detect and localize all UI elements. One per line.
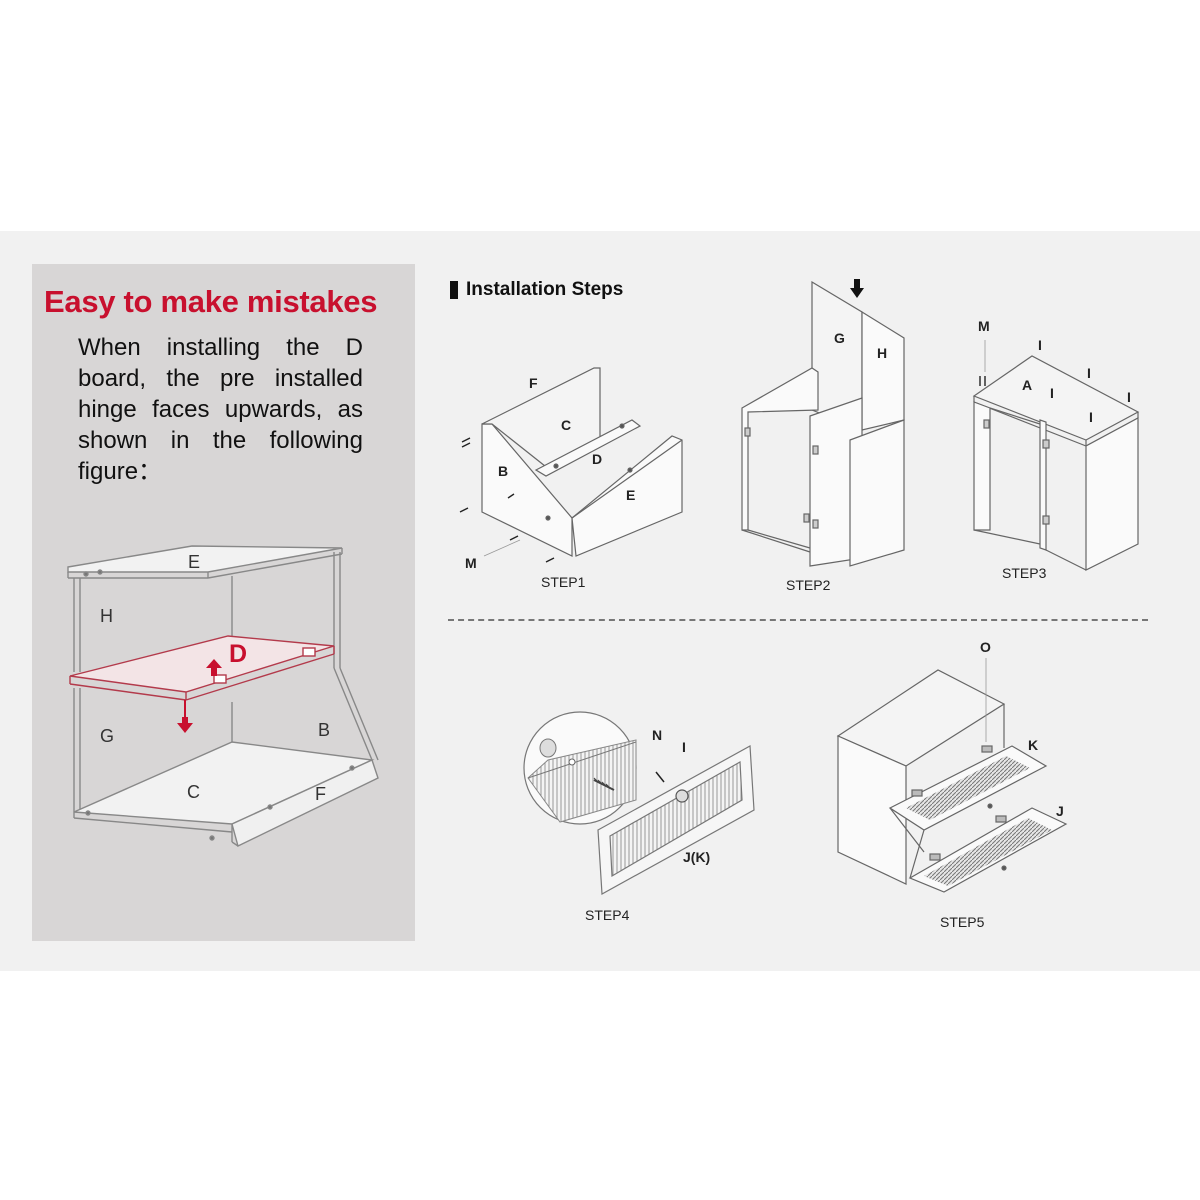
warning-text: When installing the D board, the pre ins… [78, 334, 363, 485]
step3-label-i-2: I [1087, 365, 1091, 381]
step3-figure [972, 355, 1140, 571]
step-divider [448, 619, 1148, 621]
step1-label-b: B [498, 463, 508, 479]
step3-dowels [979, 340, 986, 386]
warning-title: Easy to make mistakes [44, 284, 378, 319]
step1-figure [481, 367, 683, 557]
step1-label-m: M [465, 555, 477, 571]
step1-panel-d [534, 419, 642, 477]
step1-label-e: E [626, 487, 635, 503]
step1-label-f: F [529, 375, 538, 391]
step2-panel-h [861, 310, 905, 431]
step2-label-h: H [877, 345, 887, 361]
step5-label-k: K [1028, 737, 1038, 753]
step5-door-j-mesh [924, 818, 1052, 886]
step3-caption: STEP3 [1002, 565, 1047, 581]
step3-label-a: A [1022, 377, 1032, 393]
board-d-shelf [69, 635, 335, 701]
main-label-c: C [187, 782, 200, 802]
step1-dowels [459, 437, 555, 563]
step2-left-side [741, 367, 819, 531]
step3-label-m: M [978, 318, 990, 334]
step5-door-k-mesh [906, 756, 1030, 820]
step3-label-i-5: I [1127, 389, 1131, 405]
step3-left-side [973, 401, 991, 531]
step3-right-side [1085, 416, 1139, 571]
main-cabinet-figure [67, 545, 379, 847]
step5-figure [836, 669, 1068, 893]
step1-label-c: C [561, 417, 571, 433]
main-label-g: G [100, 726, 114, 746]
installation-steps-header: Installation Steps [450, 279, 623, 301]
warning-panel [32, 264, 415, 941]
step3-top-a [972, 355, 1140, 441]
board-e-top [67, 545, 343, 573]
step5-label-j: J [1056, 803, 1064, 819]
step3-label-i-3: I [1050, 385, 1054, 401]
step2-figure [741, 280, 905, 567]
step4-caption: STEP4 [585, 907, 630, 923]
step4-label-n: N [652, 727, 662, 743]
main-label-e: E [188, 552, 200, 572]
main-label-f: F [315, 784, 326, 804]
step1-label-d: D [592, 451, 602, 467]
step2-label-g: G [834, 330, 845, 346]
step5-caption: STEP5 [940, 914, 985, 930]
step1-panel-e [571, 435, 683, 557]
step4-label-jk: J(K) [683, 849, 710, 865]
square-bullet-icon [450, 281, 458, 299]
step4-door-panel [597, 745, 755, 895]
red-down-arrow-icon [177, 700, 193, 733]
step5-label-o: O [980, 639, 991, 655]
step2-down-arrow-icon [850, 279, 864, 298]
step2-right-panel [849, 419, 905, 567]
board-f-front [231, 759, 379, 847]
main-label-h: H [100, 606, 113, 626]
step4-label-i: I [682, 739, 686, 755]
installation-steps-title: Installation Steps [466, 279, 624, 300]
hinge-up-arrow-icon [206, 659, 222, 676]
step2-caption: STEP2 [786, 577, 831, 593]
step1-caption: STEP1 [541, 574, 586, 590]
main-label-b: B [318, 720, 330, 740]
step5-side [837, 735, 907, 885]
step4-zoom-detail [523, 711, 637, 825]
main-label-d: D [229, 640, 247, 668]
step3-label-i-4: I [1089, 409, 1093, 425]
step3-label-i-1: I [1038, 337, 1042, 353]
